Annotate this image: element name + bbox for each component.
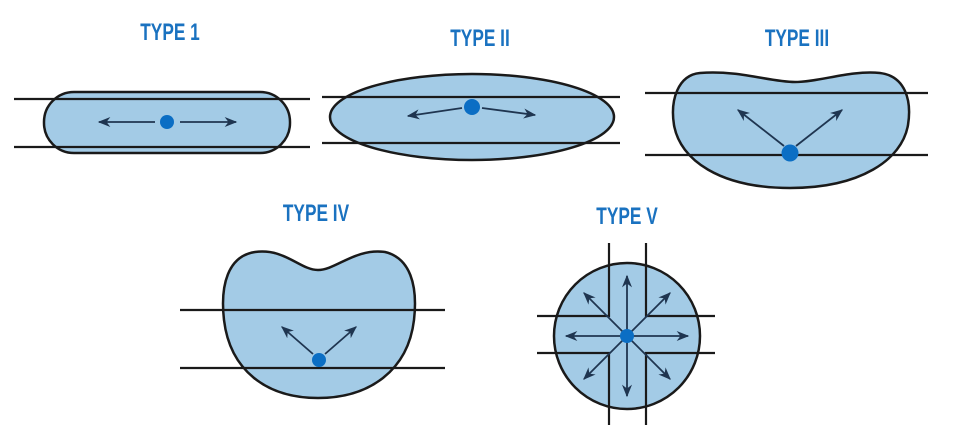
type-2-title: TYPE II xyxy=(450,25,510,51)
type-3-dot xyxy=(781,144,799,162)
type-3-title: TYPE III xyxy=(765,25,829,51)
arrow-icon xyxy=(583,335,628,380)
type-1-diagram xyxy=(14,90,310,155)
arrow-icon xyxy=(626,292,671,337)
type-5-corner-top-left xyxy=(537,243,611,318)
type-4-diagram xyxy=(180,250,445,400)
type-5-dot xyxy=(620,329,634,343)
type-5-corner-bottom-right xyxy=(644,351,715,425)
arrow-icon xyxy=(795,109,843,147)
arrow-icon xyxy=(406,107,463,120)
type-2-dot xyxy=(464,99,480,115)
type-4-shape xyxy=(221,250,417,400)
arrow-icon xyxy=(737,109,785,147)
type-5-diagram xyxy=(537,243,715,425)
type-5-arrows xyxy=(564,274,690,398)
type-1-title: TYPE 1 xyxy=(140,19,200,45)
arrow-icon xyxy=(481,107,537,119)
type-4-title: TYPE IV xyxy=(283,200,349,226)
type-4-dot xyxy=(312,353,326,367)
type-5-title: TYPE V xyxy=(596,203,657,229)
type-1-dot xyxy=(160,115,174,129)
type-2-shape xyxy=(328,72,616,162)
arrow-icon xyxy=(626,335,671,380)
arrow-icon xyxy=(281,326,314,355)
arrow-icon xyxy=(583,292,628,337)
type-2-diagram xyxy=(322,72,620,162)
type-3-diagram xyxy=(645,71,928,190)
type-3-shape xyxy=(671,71,911,190)
arrow-icon xyxy=(324,326,357,355)
